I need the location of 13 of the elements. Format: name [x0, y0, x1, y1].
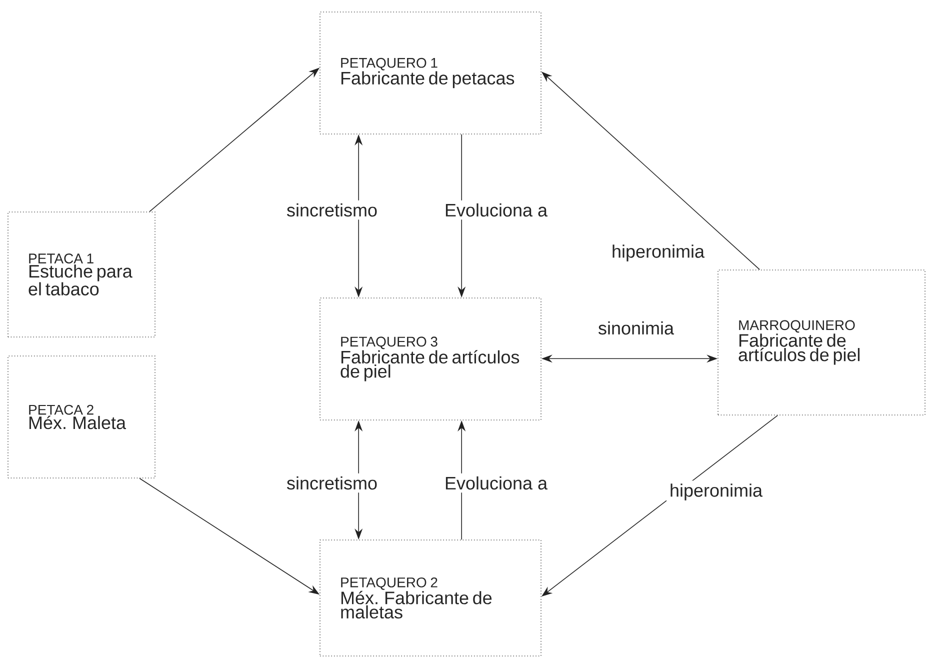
edge-label: hiperonimia	[608, 242, 708, 264]
text-box: PETACA 1 Estuche para el tabaco	[8, 212, 156, 338]
text-box: PETAQUERO 3 Fabricante de artículos de piel	[320, 298, 542, 420]
text-box: PETAQUERO 2 Méx. Fabricante de maletas	[320, 540, 542, 656]
edge-label: hiperonimia	[666, 480, 766, 504]
edge-label: sincretismo	[284, 200, 381, 220]
edge-label: Evoluciona a	[441, 473, 551, 493]
edge-label: Evoluciona a	[441, 200, 551, 220]
edge-label: sincretismo	[284, 473, 381, 493]
text-box: MARROQUINERO Fabricante de artículos de piel	[718, 270, 926, 416]
text-box: PETAQUERO 1 Fabricante de petacas	[320, 12, 542, 134]
text-box: PETACA 2 Méx. Maleta	[8, 356, 156, 478]
edge-label: sinonimia	[595, 318, 678, 338]
